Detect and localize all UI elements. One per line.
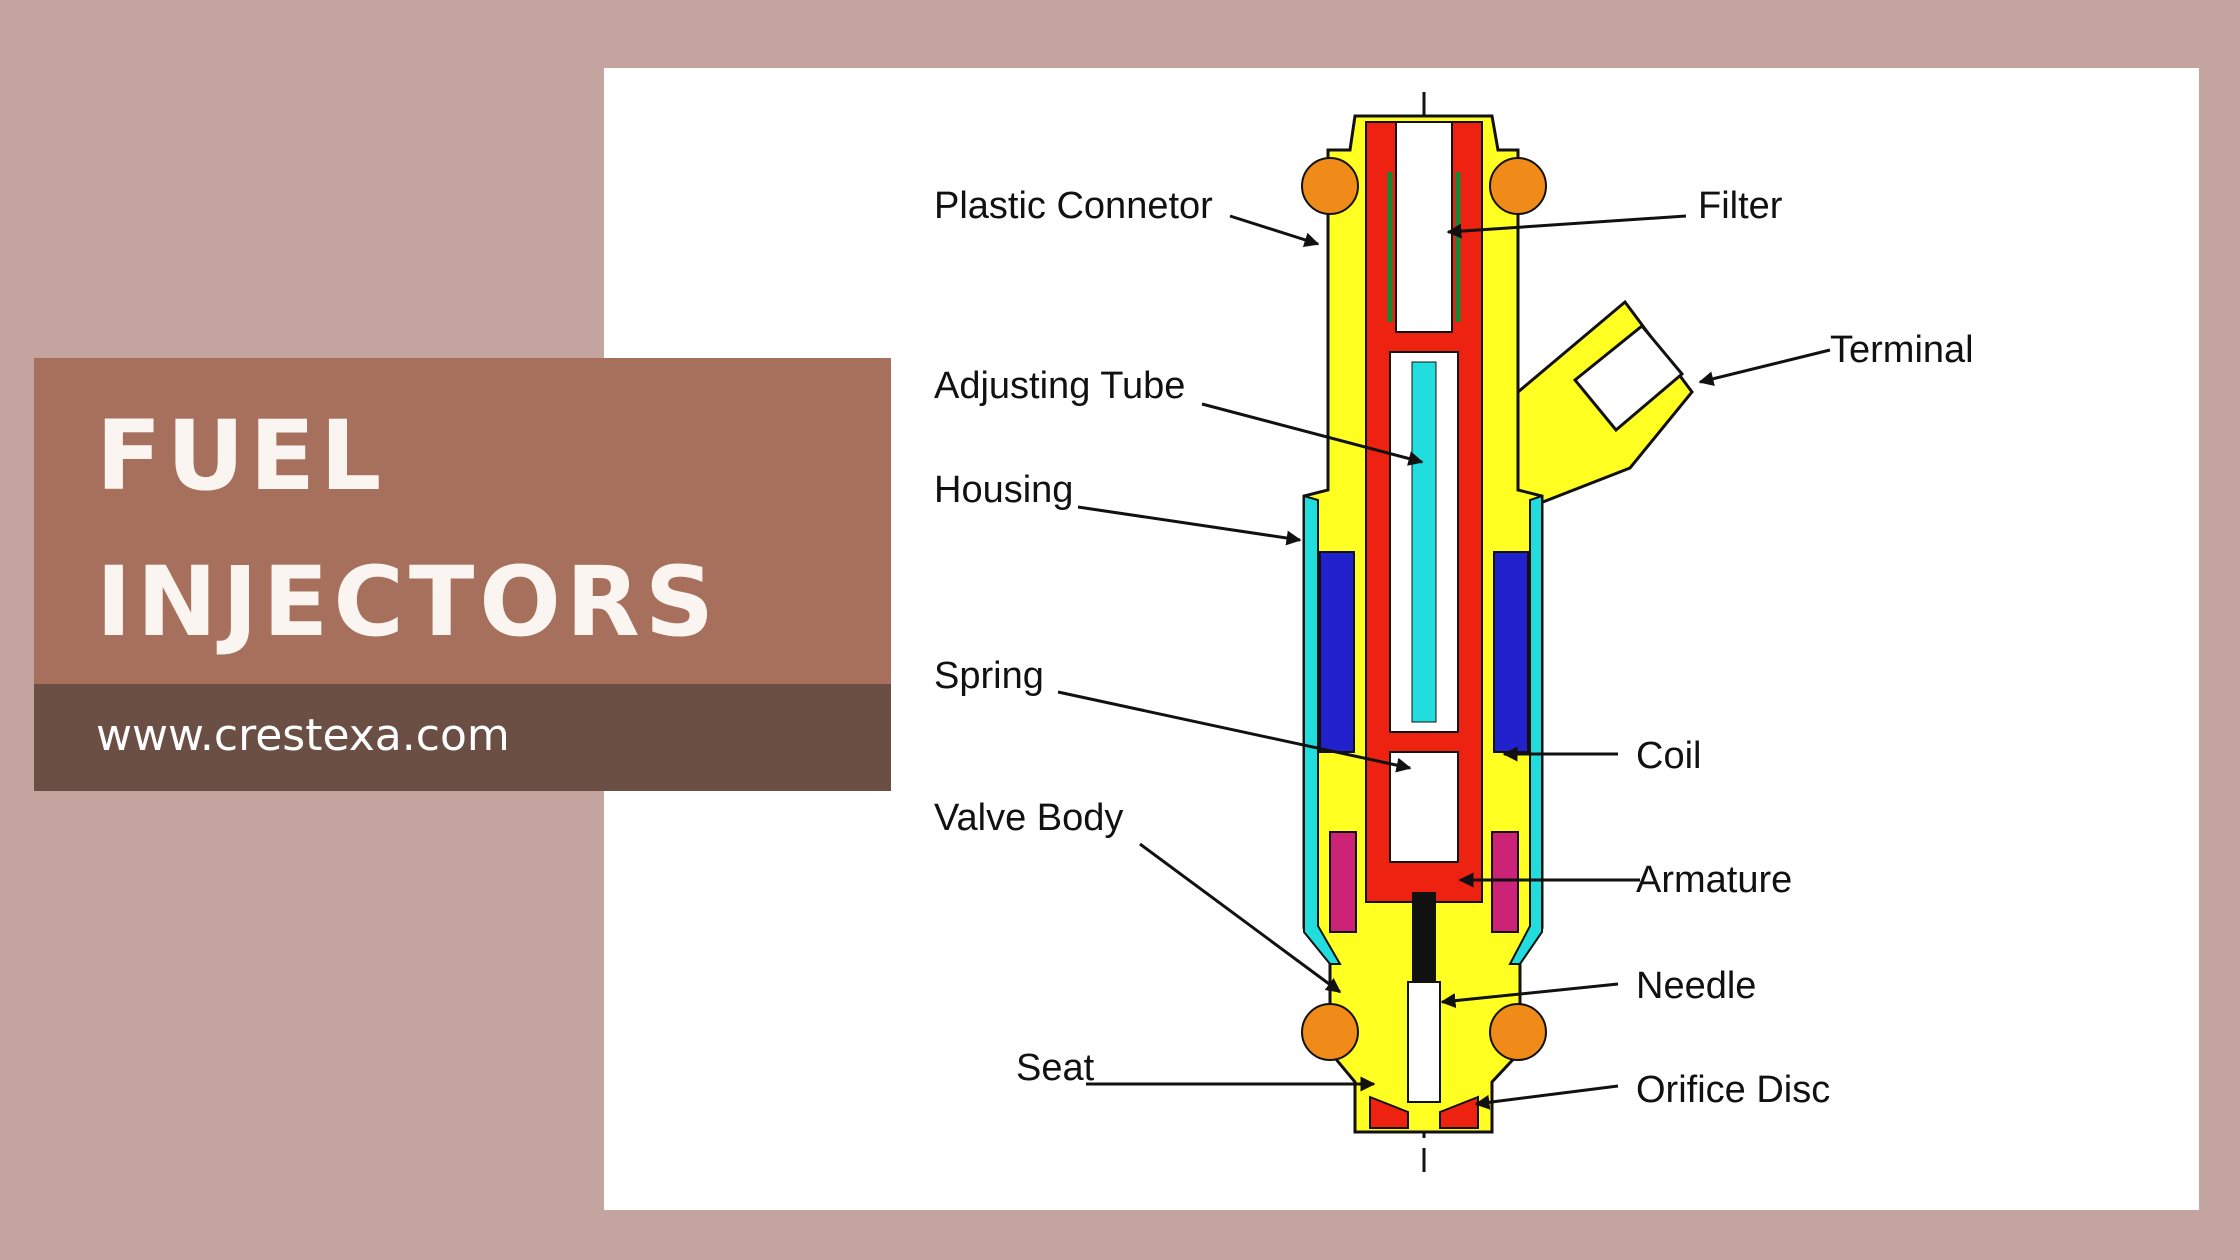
fuel-injector-diagram: Plastic Connetor Filter Terminal Adjusti…	[934, 92, 1974, 1172]
outer-shell	[1303, 494, 1342, 965]
leader-orifice-disc	[1474, 1084, 1619, 1110]
adjusting-tube-core	[1411, 361, 1437, 723]
o-ring-top-left	[1301, 157, 1359, 215]
o-ring-bottom-right	[1489, 1003, 1547, 1061]
needle-spring	[1412, 892, 1436, 982]
page-title-line2: INJECTORS	[96, 546, 719, 658]
leader-plastic-connector	[1229, 214, 1320, 248]
label-housing: Housing	[934, 469, 1073, 511]
leader-filter	[1446, 214, 1687, 239]
website-banner: www.crestexa.com	[34, 684, 891, 791]
valve-body-left	[1329, 831, 1357, 933]
terminal-pin	[1572, 323, 1685, 433]
coil-right	[1493, 551, 1529, 753]
leader-needle	[1440, 982, 1619, 1009]
label-plastic-connector: Plastic Connetor	[934, 185, 1213, 227]
leader-spring	[1057, 690, 1412, 773]
label-needle: Needle	[1636, 965, 1756, 1007]
title-banner: FUEL INJECTORS	[34, 358, 891, 684]
outer-shell-right	[1508, 494, 1543, 965]
label-adjusting-tube: Adjusting Tube	[934, 365, 1185, 407]
label-terminal: Terminal	[1830, 329, 1974, 371]
filter-bore	[1395, 121, 1453, 333]
label-armature: Armature	[1636, 859, 1792, 901]
seat	[1369, 1095, 1409, 1129]
orifice-disc	[1439, 1095, 1479, 1129]
label-filter: Filter	[1698, 185, 1783, 227]
website-url: www.crestexa.com	[96, 710, 510, 761]
valve-body-right	[1491, 831, 1519, 933]
leader-valve-body	[1139, 842, 1342, 994]
leader-adjusting-tube	[1201, 402, 1424, 466]
label-valve-body: Valve Body	[934, 797, 1123, 839]
label-spring: Spring	[934, 655, 1044, 697]
armature	[1389, 751, 1459, 863]
page-title-line1: FUEL	[96, 400, 387, 512]
leader-housing	[1077, 505, 1302, 546]
needle	[1407, 981, 1441, 1103]
o-ring-bottom-left	[1301, 1003, 1359, 1061]
o-ring-top-right	[1489, 157, 1547, 215]
label-coil: Coil	[1636, 735, 1701, 777]
leader-terminal	[1698, 348, 1831, 387]
label-orifice-disc: Orifice Disc	[1636, 1069, 1830, 1111]
coil-left	[1319, 551, 1355, 753]
label-seat: Seat	[1016, 1047, 1095, 1089]
